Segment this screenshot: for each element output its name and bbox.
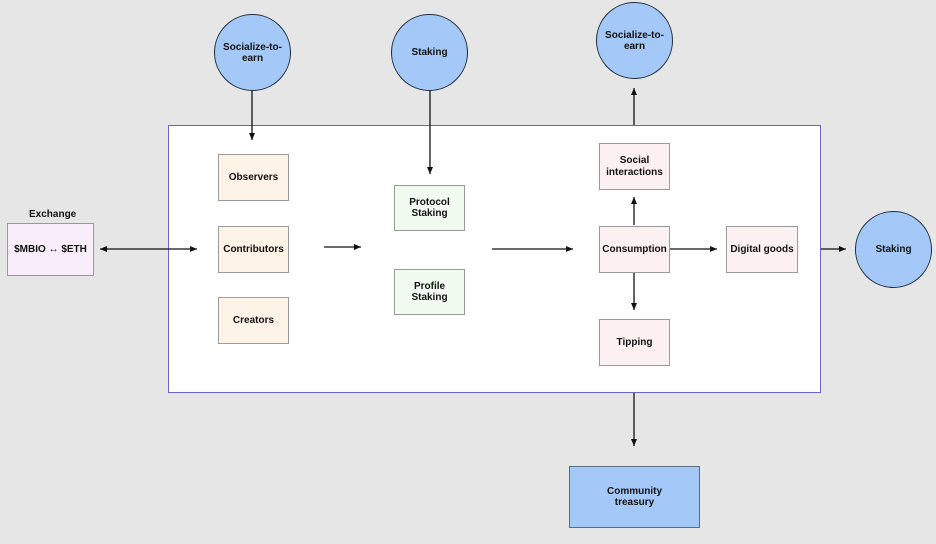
- staking-label-right: Staking: [875, 244, 912, 255]
- digital-goods-label: Digital goods: [730, 243, 794, 255]
- contributors-label: Contributors: [223, 243, 284, 255]
- exchange-pair-box: $MBIO ↔ $ETH: [7, 223, 94, 276]
- observers-box: Observers: [218, 154, 289, 201]
- staking-label-top: Staking: [411, 47, 448, 58]
- digital-goods-box: Digital goods: [726, 226, 798, 273]
- observers-label: Observers: [228, 171, 279, 183]
- staking-node-right: Staking: [855, 211, 932, 288]
- profile-staking-label: Profile Staking: [411, 280, 448, 304]
- socialize-to-earn-node-right: Socialize-to-earn: [596, 2, 673, 79]
- protocol-staking-box: Protocol Staking: [394, 185, 465, 231]
- contributors-box: Contributors: [218, 226, 289, 273]
- community-treasury-label: Community treasury: [607, 485, 662, 509]
- social-interactions-box: Social interactions: [599, 143, 670, 190]
- social-interactions-label: Social interactions: [606, 155, 663, 178]
- consumption-box: Consumption: [599, 226, 670, 273]
- creators-label: Creators: [232, 314, 275, 326]
- tipping-box: Tipping: [599, 319, 670, 366]
- socialize-to-earn-label-left: Socialize-to-earn: [223, 41, 282, 64]
- consumption-label: Consumption: [602, 243, 667, 255]
- exchange-pair-label: $MBIO ↔ $ETH: [14, 243, 87, 255]
- profile-staking-box: Profile Staking: [394, 269, 465, 315]
- socialize-to-earn-label-right: Socialize-to-earn: [605, 29, 664, 52]
- socialize-to-earn-node-left: Socialize-to-earn: [214, 14, 291, 91]
- community-treasury-box: Community treasury: [569, 466, 700, 528]
- creators-box: Creators: [218, 297, 289, 344]
- staking-node-top: Staking: [391, 14, 468, 91]
- protocol-staking-label: Protocol Staking: [409, 196, 450, 220]
- tipping-label: Tipping: [616, 336, 653, 348]
- exchange-title: Exchange: [29, 209, 77, 220]
